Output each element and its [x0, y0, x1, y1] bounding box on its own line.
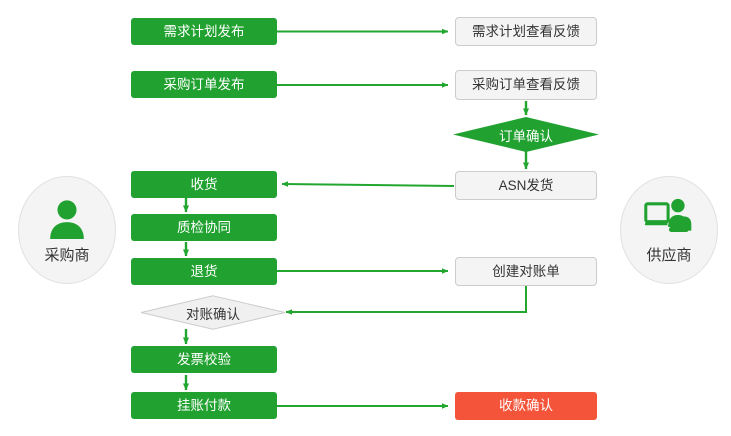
node-label: 采购订单查看反馈 [472, 77, 580, 93]
node-label: 退货 [190, 263, 218, 279]
node-label: 采购订单发布 [163, 76, 245, 92]
actor-buyer[interactable]: 采购商 [18, 176, 116, 284]
actor-supplier-label: 供应商 [646, 246, 692, 264]
node-label: 收款确认 [499, 398, 553, 414]
node-po-feedback[interactable]: 采购订单查看反馈 [455, 70, 597, 100]
node-asn-ship[interactable]: ASN发货 [455, 171, 597, 200]
node-label: 发票校验 [177, 351, 231, 367]
node-pay-on-account[interactable]: 挂账付款 [131, 392, 277, 419]
node-return-goods[interactable]: 退货 [131, 258, 277, 285]
connector-asn-to-receive [281, 181, 455, 187]
node-po-publish[interactable]: 采购订单发布 [131, 71, 277, 98]
node-create-statement[interactable]: 创建对账单 [455, 257, 597, 286]
node-label: 需求计划查看反馈 [472, 23, 580, 39]
node-label: ASN发货 [498, 177, 554, 193]
person-icon [41, 196, 93, 242]
node-label: 创建对账单 [492, 263, 560, 279]
actor-buyer-label: 采购商 [44, 246, 90, 264]
person-at-computer-icon [643, 196, 695, 242]
diamond-shape-green [453, 117, 599, 152]
connector-statement-to-confirm [285, 286, 527, 315]
node-label: 挂账付款 [177, 397, 231, 413]
node-demand-plan-publish[interactable]: 需求计划发布 [131, 18, 277, 45]
node-receive-goods[interactable]: 收货 [131, 171, 277, 198]
node-label: 需求计划发布 [163, 23, 245, 39]
actor-supplier[interactable]: 供应商 [620, 176, 718, 284]
diamond-shape-white [140, 295, 286, 330]
node-quality-collab[interactable]: 质检协同 [131, 214, 277, 241]
node-invoice-verify[interactable]: 发票校验 [131, 346, 277, 373]
node-demand-plan-feedback[interactable]: 需求计划查看反馈 [455, 17, 597, 46]
node-label: 收货 [190, 176, 218, 192]
node-statement-confirm[interactable]: 对账确认 [140, 295, 286, 330]
node-receipt-confirm[interactable]: 收款确认 [455, 392, 597, 420]
node-label: 质检协同 [177, 219, 231, 235]
node-order-confirm[interactable]: 订单确认 [453, 117, 599, 152]
